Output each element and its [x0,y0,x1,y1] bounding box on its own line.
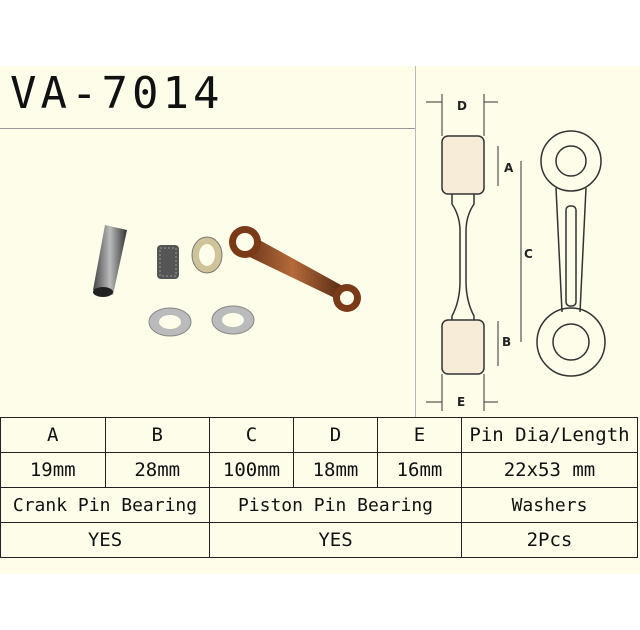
label-b: B [502,335,511,349]
section-divider [415,66,416,418]
part-number-title: VA-7014 [10,68,224,119]
header-piston-pin-bearing: Piston Pin Bearing [209,487,462,523]
value-washers: 2Pcs [461,522,638,558]
label-e: E [457,395,465,409]
crank-pin-bearing [157,245,179,279]
spec-table: A B C D E Pin Dia/Length 19mm 28mm 100mm… [0,417,638,558]
value-e: 16mm [377,452,462,488]
connecting-rod [229,226,361,312]
label-d: D [457,99,467,113]
header-d: D [293,417,378,453]
kit-photo [93,225,361,337]
value-piston-pin-bearing: YES [209,522,462,558]
label-a: A [504,161,514,175]
value-c: 100mm [209,452,294,488]
title-divider [0,128,415,129]
header-a: A [0,417,106,453]
piston-pin-bearing [191,236,223,274]
includes-value-row: YES YES 2Pcs [0,522,638,558]
washer-left [148,307,192,337]
header-e: E [377,417,462,453]
value-d: 18mm [293,452,378,488]
washer-right [211,305,255,335]
dims-value-row: 19mm 28mm 100mm 18mm 16mm 22x53 mm [0,452,638,488]
header-c: C [209,417,294,453]
crank-pin [93,225,127,297]
value-a: 19mm [0,452,106,488]
header-b: B [104,417,210,453]
dims-header-row: A B C D E Pin Dia/Length [0,417,638,453]
header-washers: Washers [461,487,638,523]
value-pin: 22x53 mm [461,452,638,488]
value-crank-pin-bearing: YES [0,522,210,558]
includes-header-row: Crank Pin Bearing Piston Pin Bearing Was… [0,487,638,523]
header-pin: Pin Dia/Length [461,417,638,453]
dimension-drawing: D A C B E [426,94,606,411]
value-b: 28mm [104,452,210,488]
header-crank-pin-bearing: Crank Pin Bearing [0,487,210,523]
label-c: C [524,247,533,261]
